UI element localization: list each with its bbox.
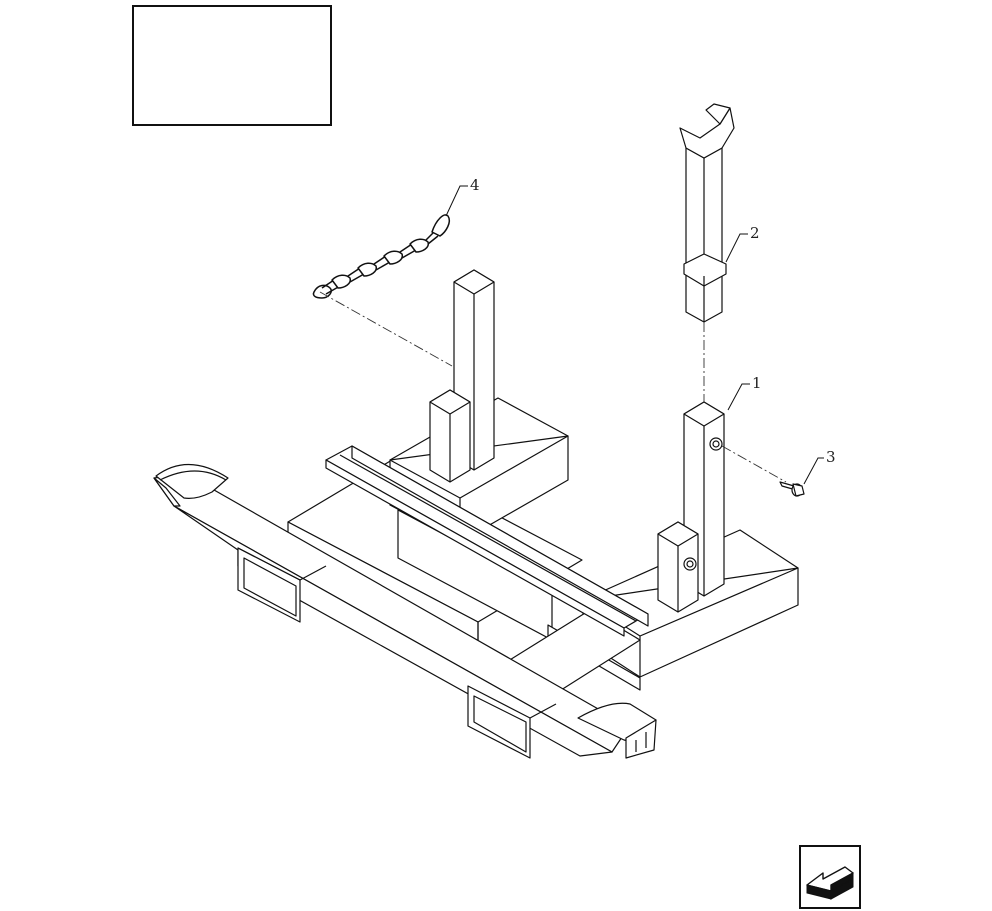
callout-4: 4	[470, 176, 480, 194]
callout-3: 3	[826, 448, 836, 466]
extension-post	[679, 103, 735, 323]
rear-post-assembly	[429, 269, 495, 483]
callout-2: 2	[750, 224, 760, 242]
chain	[312, 214, 451, 299]
callout-leaders	[445, 185, 824, 485]
arrow-previous-icon	[806, 866, 854, 900]
base-frame	[153, 397, 799, 759]
front-post-assembly	[657, 401, 725, 613]
assembly-lines	[319, 291, 787, 483]
previous-page-button[interactable]	[799, 845, 861, 909]
channel-rail	[325, 445, 649, 637]
callout-1: 1	[752, 374, 762, 392]
bolt	[779, 481, 805, 497]
title-box	[132, 5, 332, 126]
